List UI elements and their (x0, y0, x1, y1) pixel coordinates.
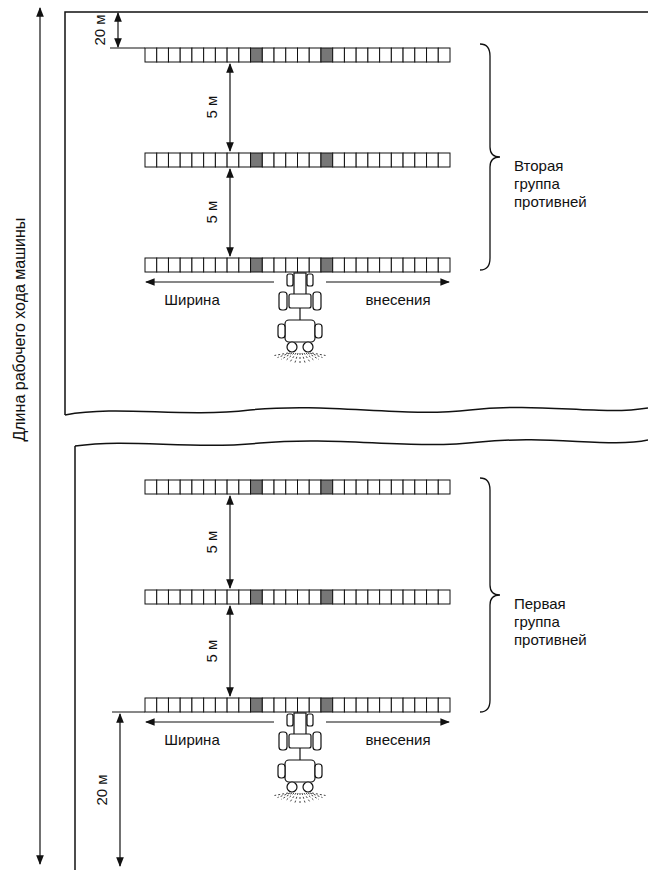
tray-row (145, 698, 450, 712)
panel-border (74, 446, 76, 870)
tray-row (145, 153, 450, 167)
tractor-spreader (274, 273, 325, 363)
group-label: Вторая группа противней (514, 157, 606, 211)
dimension-label: 20 м (91, 14, 109, 45)
extension-line (110, 48, 145, 49)
width-label: внесения (365, 291, 430, 309)
dimension-line (39, 8, 40, 864)
dimension-line (229, 496, 230, 588)
width-label: Ширина (164, 291, 219, 309)
dimension-label: 20 м (93, 774, 111, 805)
dimension-line (117, 13, 118, 47)
tray-row (145, 258, 450, 272)
dimension-line (146, 281, 274, 282)
dimension-line (326, 281, 449, 282)
dimension-line (326, 721, 449, 722)
width-label: внесения (365, 731, 430, 749)
dimension-label: 5 м (203, 96, 221, 119)
dimension-line (229, 169, 230, 256)
tractor-spreader (274, 713, 325, 803)
dimension-label: 5 м (203, 201, 221, 224)
group-label: Первая группа противней (514, 595, 606, 649)
tray-row (145, 590, 450, 604)
width-label: Ширина (164, 731, 219, 749)
group-brace (480, 44, 500, 270)
dimension-label: 5 м (203, 531, 221, 554)
length-dimension: Длина рабочего хода машины (10, 218, 29, 442)
dimension-line (229, 606, 230, 696)
group-brace (480, 478, 500, 712)
break-line (65, 407, 648, 415)
break-line (75, 440, 648, 446)
panel-border (65, 12, 648, 415)
dimension-line (229, 64, 230, 151)
dimension-line (119, 714, 120, 866)
dimension-label: 5 м (203, 640, 221, 663)
tray-row (145, 480, 450, 494)
dimension-line (146, 721, 274, 722)
extension-line (112, 712, 145, 713)
tray-row (145, 48, 450, 62)
